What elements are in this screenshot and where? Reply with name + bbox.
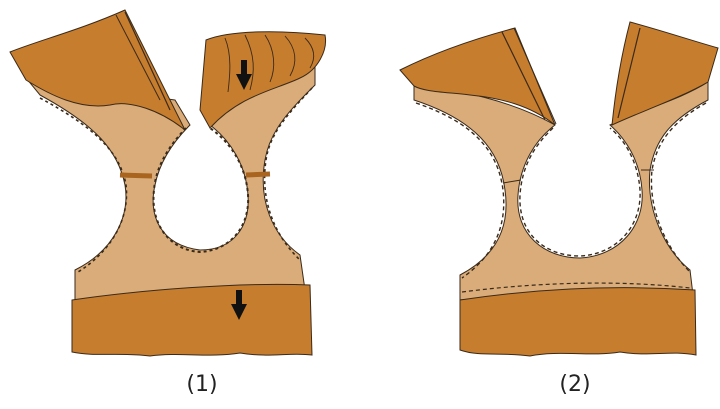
panel-2-inner-dash xyxy=(520,128,640,256)
panel-1 xyxy=(10,10,326,356)
panel-2-label: (2) xyxy=(535,372,615,397)
panel-2-lower-bone xyxy=(460,288,696,356)
panel-1-growth-line-left xyxy=(120,175,152,176)
panel-2 xyxy=(400,22,718,356)
panel-1-lower-bone xyxy=(72,284,312,356)
panel-1-label: (1) xyxy=(162,372,242,397)
panel-1-growth-line-right xyxy=(246,174,270,175)
panel-2-cartilage xyxy=(414,82,708,300)
